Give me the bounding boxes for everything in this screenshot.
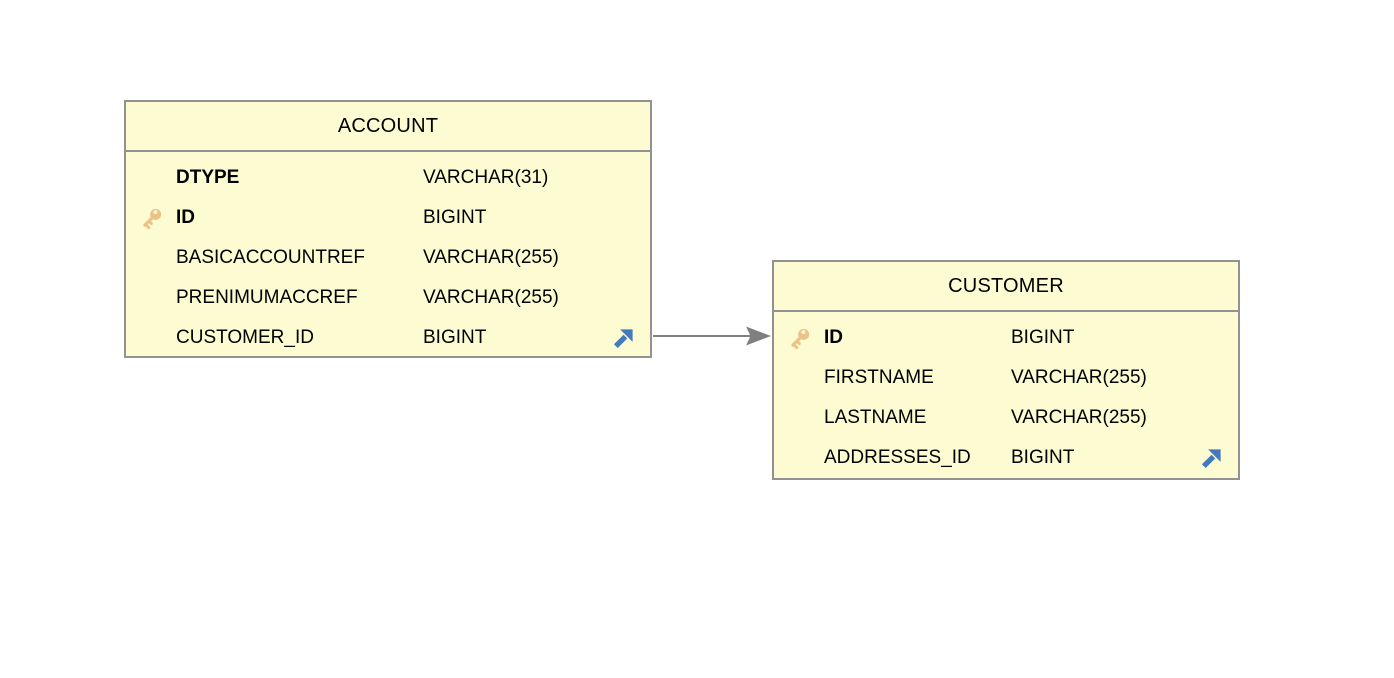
table-row[interactable]: ID BIGINT: [774, 318, 1238, 358]
table-row[interactable]: FIRSTNAME VARCHAR(255): [774, 358, 1238, 398]
foreign-key-arrow-icon: [1190, 447, 1232, 470]
table-row[interactable]: CUSTOMER_ID BIGINT: [126, 318, 650, 358]
column-type: VARCHAR(255): [423, 287, 559, 308]
column-type: BIGINT: [1011, 447, 1075, 468]
column-name: ID: [824, 327, 843, 348]
column-type: VARCHAR(255): [423, 247, 559, 268]
column-type: VARCHAR(255): [1011, 367, 1147, 388]
column-name: ADDRESSES_ID: [824, 447, 971, 468]
column-type: BIGINT: [1011, 327, 1075, 348]
table-row[interactable]: ADDRESSES_ID BIGINT: [774, 438, 1238, 478]
table-body-customer: ID BIGINT FIRSTNAME VARCHAR(255) LASTNAME VAR…: [774, 312, 1238, 478]
column-name: DTYPE: [176, 167, 240, 188]
foreign-key-arrow-icon: [602, 327, 644, 350]
column-name: BASICACCOUNTREF: [176, 247, 365, 268]
connector-arrowhead-icon: [746, 326, 771, 346]
column-type: VARCHAR(255): [1011, 407, 1147, 428]
column-type: BIGINT: [423, 327, 487, 348]
entity-table-account[interactable]: ACCOUNT DTYPE VARCHAR(31) ID BIGINT BASICACC…: [124, 100, 652, 358]
table-row[interactable]: LASTNAME VARCHAR(255): [774, 398, 1238, 438]
column-type: BIGINT: [423, 207, 487, 228]
column-name: CUSTOMER_ID: [176, 327, 314, 348]
table-row[interactable]: DTYPE VARCHAR(31): [126, 158, 650, 198]
table-title-customer: CUSTOMER: [774, 262, 1238, 312]
column-type: VARCHAR(31): [423, 167, 549, 188]
column-name: LASTNAME: [824, 407, 927, 428]
column-name: PRENIMUMACCREF: [176, 287, 358, 308]
table-row[interactable]: BASICACCOUNTREF VARCHAR(255): [126, 238, 650, 278]
primary-key-icon: [774, 325, 824, 352]
table-title-account: ACCOUNT: [126, 102, 650, 152]
table-row[interactable]: ID BIGINT: [126, 198, 650, 238]
column-name: FIRSTNAME: [824, 367, 934, 388]
table-body-account: DTYPE VARCHAR(31) ID BIGINT BASICACCOUNTREF V…: [126, 152, 650, 358]
table-row[interactable]: PRENIMUMACCREF VARCHAR(255): [126, 278, 650, 318]
column-name: ID: [176, 207, 195, 228]
primary-key-icon: [126, 205, 176, 232]
